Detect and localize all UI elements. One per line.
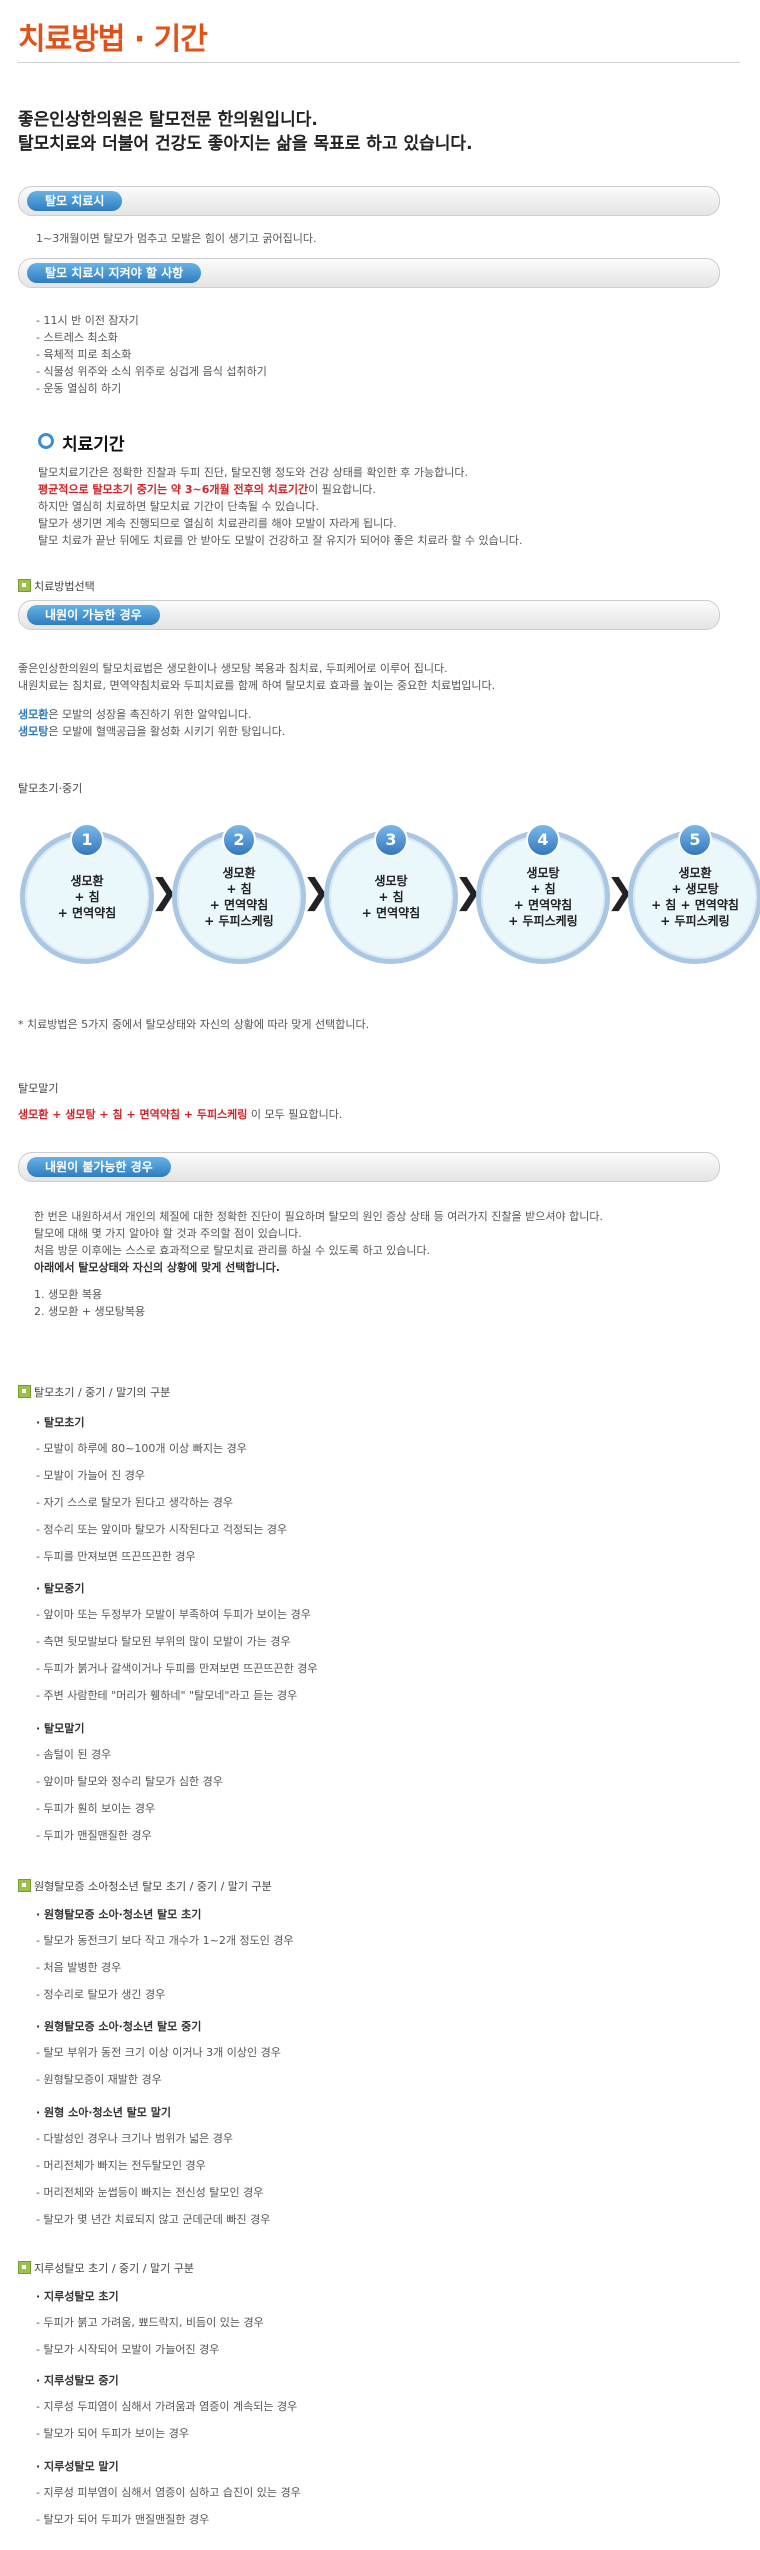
- list-item: - 두피를 만져보면 뜨끈뜨끈한 경우: [36, 1550, 196, 1563]
- step-3: 3 생모탕 + 침 + 면역약침: [324, 823, 458, 964]
- step-number: 3: [374, 823, 408, 857]
- group-label: · 탈모초기: [36, 1416, 85, 1429]
- step-number: 1: [70, 823, 104, 857]
- step-5: 5 생모환 + 생모탕 + 침 + 면역약침 + 두피스케링: [628, 823, 760, 964]
- headline-line-1: 좋은인상한의원은 탈모전문 한의원입니다.: [18, 110, 318, 130]
- steps-note: * 치료방법은 5가지 중에서 탈모상태와 자신의 상황에 따라 맞게 선택합니…: [18, 1018, 370, 1031]
- list-item: - 탈모가 되어 두피가 보이는 경우: [36, 2427, 190, 2440]
- group-label: · 원형탈모증 소아·청소년 탈모 중기: [36, 2020, 202, 2033]
- title-divider: [18, 62, 740, 63]
- step-text: 생모탕 + 침 + 면역약침 + 두피스케링: [508, 866, 578, 928]
- group-label: · 지루성탈모 중기: [36, 2374, 119, 2387]
- page-title: 치료방법 · 기간: [18, 22, 208, 57]
- list-item: - 지루성 두피염이 심해서 가려움과 염증이 계속되는 경우: [36, 2400, 298, 2413]
- remote-text: 한 번은 내원하셔서 개인의 체질에 대한 정확한 진단이 필요하며 탈모의 원…: [34, 1210, 603, 1318]
- method-select-heading: 치료방법선택: [18, 578, 95, 594]
- section-pill-remote: 내원이 불가능한 경우: [27, 1157, 171, 1177]
- group-label: · 지루성탈모 초기: [36, 2290, 119, 2303]
- section-pill-treatment: 탈모 치료시: [27, 191, 123, 211]
- list-item: - 원형탈모증이 재발한 경우: [36, 2073, 162, 2086]
- step-4: 4 생모탕 + 침 + 면역약침 + 두피스케링: [476, 823, 610, 964]
- step-text: 생모탕 + 침 + 면역약침: [361, 874, 421, 920]
- step-number: 4: [526, 823, 560, 857]
- list-item: - 탈모가 동전크기 보다 작고 개수가 1~2개 정도인 경우: [36, 1934, 294, 1947]
- step-text: 생모환 + 침 + 면역약침: [57, 874, 117, 920]
- headline-line-2: 탈모치료와 더불어 건강도 좋아지는 삶을 목표로 하고 있습니다.: [18, 134, 473, 154]
- section-bar-treatment: 탈모 치료시: [18, 186, 720, 216]
- step-2: 2 생모환 + 침 + 면역약침 + 두피스케링: [172, 823, 306, 964]
- group-label: · 탈모중기: [36, 1582, 85, 1595]
- list-item: - 탈모가 되어 두피가 맨질맨질한 경우: [36, 2513, 210, 2526]
- list-item: - 모발이 하루에 80~100개 이상 빠지는 경우: [36, 1442, 247, 1455]
- list-item: - 솜털이 된 경우: [36, 1748, 112, 1761]
- method-text: 좋은인상한의원의 탈모치료법은 생모환이나 생모탕 복용과 침치료, 두피케어로…: [18, 662, 496, 738]
- list-item: - 머리전체와 눈썹등이 빠지는 전신성 탈모인 경우: [36, 2186, 264, 2199]
- square-bullet-icon: [18, 1385, 31, 1398]
- section-bar-visit: 내원이 가능한 경우: [18, 600, 720, 630]
- list-item: - 두피가 맨질맨질한 경우: [36, 1829, 152, 1842]
- list-item: - 식물성 위주와 소식 위주로 싱겁게 음식 섭취하기: [36, 365, 267, 378]
- list-item: - 다발성인 경우나 크기나 범위가 넓은 경우: [36, 2132, 233, 2145]
- late-label: 탈모말기: [18, 1082, 59, 1095]
- section-pill-visit: 내원이 가능한 경우: [27, 605, 160, 625]
- group-label: · 탈모말기: [36, 1722, 85, 1735]
- step-number: 2: [222, 823, 256, 857]
- list-item: - 탈모가 몇 년간 치료되지 않고 군데군데 빠진 경우: [36, 2213, 271, 2226]
- rules-list: - 11시 반 이전 잠자기 - 스트레스 최소화 - 육체적 피로 최소화 -…: [36, 312, 267, 397]
- list-item: - 지루성 피부염이 심해서 염증이 심하고 습진이 있는 경우: [36, 2486, 301, 2499]
- list-item: - 자기 스스로 탈모가 된다고 생각하는 경우: [36, 1496, 233, 1509]
- ring-bullet-icon: [38, 433, 54, 449]
- seb-heading: 지루성탈모 초기 / 중기 / 말기 구분: [18, 2260, 194, 2276]
- list-item: - 앞이마 또는 두정부가 모발이 부족하여 두피가 보이는 경우: [36, 1608, 311, 1621]
- treatment-text: 1~3개월이면 탈모가 멈추고 모발은 힘이 생기고 굵어집니다.: [36, 232, 317, 245]
- period-title: 치료기간: [38, 430, 125, 455]
- group-label: · 지루성탈모 말기: [36, 2460, 119, 2473]
- square-bullet-icon: [18, 2261, 31, 2274]
- list-item: - 두피가 훤히 보이는 경우: [36, 1802, 156, 1815]
- list-item: - 모발이 가늘어 진 경우: [36, 1469, 146, 1482]
- late-text: 생모환 + 생모탕 + 침 + 면역약침 + 두피스케링 이 모두 필요합니다.: [18, 1108, 343, 1121]
- youth-heading: 원형탈모증 소아청소년 탈모 초기 / 중기 / 말기 구분: [18, 1878, 272, 1894]
- list-item: - 두피가 붉고 가려움, 뾰드락지, 비듬이 있는 경우: [36, 2316, 264, 2329]
- list-item: - 앞이마 탈모와 정수리 탈모가 심한 경우: [36, 1775, 223, 1788]
- list-item: - 탈모가 시작되어 모발이 가늘어진 경우: [36, 2343, 220, 2356]
- list-item: - 운동 열심히 하기: [36, 382, 122, 395]
- section-bar-remote: 내원이 불가능한 경우: [18, 1152, 720, 1182]
- list-item: - 머리전체가 빠지는 전두탈모인 경우: [36, 2159, 206, 2172]
- step-1: 1 생모환 + 침 + 면역약침: [20, 823, 154, 964]
- list-item: - 탈모 부위가 동전 크기 이상 이거나 3개 이상인 경우: [36, 2046, 281, 2059]
- section-pill-rules: 탈모 치료시 지켜야 할 사항: [27, 263, 202, 283]
- list-item: - 두피가 붉거나 갈색이거나 두피를 만져보면 뜨끈뜨끈한 경우: [36, 1662, 318, 1675]
- group-label: · 원형 소아·청소년 탈모 말기: [36, 2106, 171, 2119]
- list-item: - 측면 뒷모발보다 탈모된 부위의 많이 모발이 가는 경우: [36, 1635, 291, 1648]
- list-item: - 스트레스 최소화: [36, 331, 118, 344]
- square-bullet-icon: [18, 1879, 31, 1892]
- list-item: - 처음 발병한 경우: [36, 1961, 122, 1974]
- list-item: - 정수리로 탈모가 생긴 경우: [36, 1988, 166, 2001]
- list-item: - 11시 반 이전 잠자기: [36, 314, 139, 327]
- section-bar-rules: 탈모 치료시 지켜야 할 사항: [18, 258, 720, 288]
- headline: 좋은인상한의원은 탈모전문 한의원입니다. 탈모치료와 더불어 건강도 좋아지는…: [18, 108, 738, 156]
- step-number: 5: [678, 823, 712, 857]
- square-bullet-icon: [18, 579, 31, 592]
- early-label: 탈모초기·중기: [18, 782, 83, 795]
- list-item: - 주변 사람한테 "머리가 휑하네" "탈모네"라고 듣는 경우: [36, 1689, 298, 1702]
- period-text: 탈모치료기간은 정확한 진찰과 두피 진단, 탈모진행 정도와 건강 상태를 확…: [38, 466, 523, 547]
- list-item: - 육체적 피로 최소화: [36, 348, 132, 361]
- group-label: · 원형탈모증 소아·청소년 탈모 초기: [36, 1908, 202, 1921]
- step-text: 생모환 + 생모탕 + 침 + 면역약침 + 두피스케링: [651, 866, 739, 928]
- list-item: - 정수리 또는 앞이마 탈모가 시작된다고 걱정되는 경우: [36, 1523, 288, 1536]
- stages-heading: 탈모초기 / 중기 / 말기의 구분: [18, 1384, 170, 1400]
- step-text: 생모환 + 침 + 면역약침 + 두피스케링: [204, 866, 274, 928]
